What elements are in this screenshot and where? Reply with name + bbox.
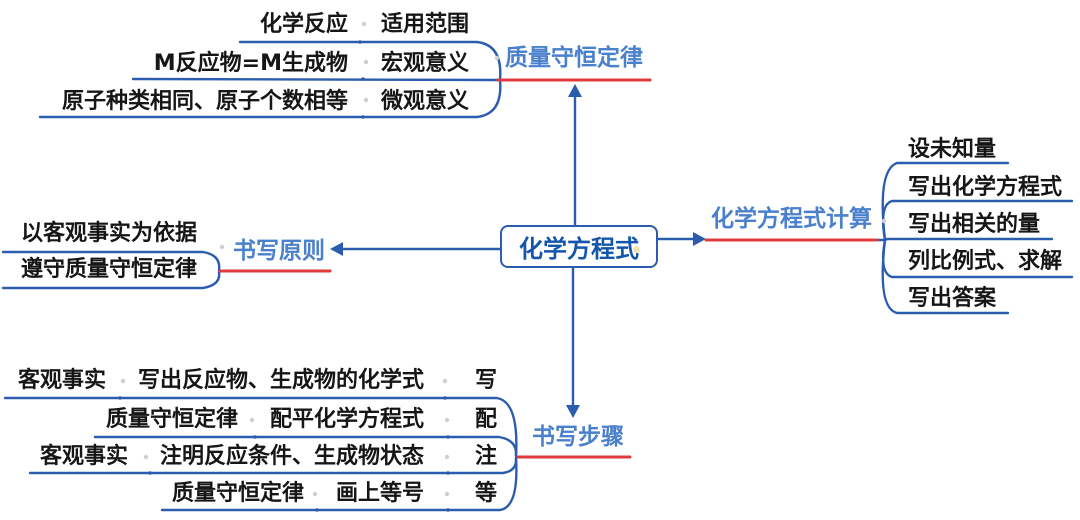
central-topic-title: 化学方程式	[519, 235, 639, 263]
step-basis: 质量守恒定律	[171, 481, 304, 506]
step-action: 配平化学方程式	[269, 407, 424, 432]
mass-law-row1-underline	[238, 40, 502, 82]
junction-dot	[361, 77, 365, 81]
steps-row1-underline	[3, 396, 518, 458]
calc-step5-underline	[881, 238, 1010, 315]
arrowhead-down-icon	[566, 405, 580, 418]
mass-law-row2-underline	[131, 77, 500, 82]
separator-dot	[219, 244, 225, 250]
principles-topic[interactable]: 书写原则	[233, 238, 325, 264]
step-keyword: 注	[474, 444, 497, 469]
step-basis: 客观事实	[39, 444, 128, 469]
mass-law-term: 原子种类相同、原子个数相等	[61, 89, 348, 114]
separator-dot	[444, 491, 450, 497]
junction-dot	[446, 471, 450, 475]
separator-dot	[442, 378, 448, 384]
calc-step2-underline	[881, 199, 1074, 242]
arrowhead-up-icon	[568, 84, 582, 97]
junction-dot	[446, 435, 450, 439]
calc-step3-underline	[883, 237, 1054, 242]
steps-row4-underline	[160, 456, 518, 512]
junction-dot	[118, 396, 122, 400]
arrowhead-left-icon	[330, 242, 343, 256]
writing-step-row[interactable]: 质量守恒定律 配平化学方程式 配	[106, 407, 497, 433]
separator-dot	[312, 491, 318, 497]
central-topic-node[interactable]: 化学方程式	[500, 225, 658, 268]
mass-law-topic[interactable]: 质量守恒定律	[505, 45, 643, 71]
junction-dot	[358, 40, 362, 44]
separator-dot	[143, 454, 149, 460]
calc-step-node[interactable]: 设未知量	[908, 137, 997, 162]
mass-law-term: 化学反应	[259, 12, 348, 37]
mass-law-row[interactable]: 化学反应 适用范围	[260, 12, 469, 38]
calc-step-node[interactable]: 写出答案	[908, 286, 997, 311]
step-action: 写出反应物、生成物的化学式	[137, 368, 424, 393]
junction-dot	[446, 508, 450, 512]
writing-step-row[interactable]: 客观事实 写出反应物、生成物的化学式 写	[18, 368, 497, 394]
calc-step-node[interactable]: 列比例式、求解	[908, 249, 1063, 274]
separator-dot	[494, 55, 500, 61]
step-basis: 客观事实	[17, 368, 106, 393]
mass-law-aspect: 适用范围	[380, 12, 469, 37]
junction-dot	[361, 115, 365, 119]
principle2-underline	[1, 270, 221, 290]
mass-law-row3-underline	[38, 78, 502, 119]
separator-dot	[120, 378, 126, 384]
writing-step-row[interactable]: 质量守恒定律 画上等号 等	[172, 481, 497, 507]
separator-dot	[361, 21, 367, 27]
mass-law-term: M反应物=M生成物	[153, 51, 348, 76]
junction-dot	[253, 435, 257, 439]
calc-step-node[interactable]: 写出相关的量	[908, 212, 1041, 237]
separator-dot	[444, 454, 450, 460]
principle-node[interactable]: 遵守质量守恒定律	[20, 257, 197, 282]
separator-dot	[444, 417, 450, 423]
step-keyword: 等	[474, 481, 497, 506]
mass-law-aspect: 宏观意义	[380, 51, 469, 76]
junction-dot	[443, 396, 447, 400]
separator-dot	[881, 218, 887, 224]
mass-law-aspect: 微观意义	[380, 89, 469, 114]
mass-law-row[interactable]: M反应物=M生成物 宏观意义	[154, 51, 469, 77]
separator-dot	[249, 417, 255, 423]
step-basis: 质量守恒定律	[105, 407, 238, 432]
calc-step-node[interactable]: 写出化学方程式	[908, 175, 1063, 200]
step-action: 画上等号	[335, 481, 424, 506]
separator-dot	[363, 97, 369, 103]
step-keyword: 配	[474, 407, 497, 432]
arrowhead-right-icon	[693, 232, 706, 246]
junction-dot	[315, 508, 319, 512]
junction-dot	[148, 471, 152, 475]
calculation-topic[interactable]: 化学方程式计算	[711, 206, 872, 232]
topic-marker-dot-icon	[633, 246, 640, 253]
writing-steps-topic[interactable]: 书写步骤	[532, 424, 624, 450]
mass-law-row[interactable]: 原子种类相同、原子个数相等 微观意义	[62, 89, 469, 115]
step-action: 注明反应条件、生成物状态	[159, 444, 424, 469]
principle-node[interactable]: 以客观事实为依据	[20, 221, 197, 246]
principle1-underline	[1, 250, 221, 272]
steps-row2-underline	[93, 435, 518, 457]
writing-step-row[interactable]: 客观事实 注明反应条件、生成物状态 注	[40, 444, 497, 470]
step-keyword: 写	[474, 368, 497, 393]
separator-dot	[363, 59, 369, 65]
